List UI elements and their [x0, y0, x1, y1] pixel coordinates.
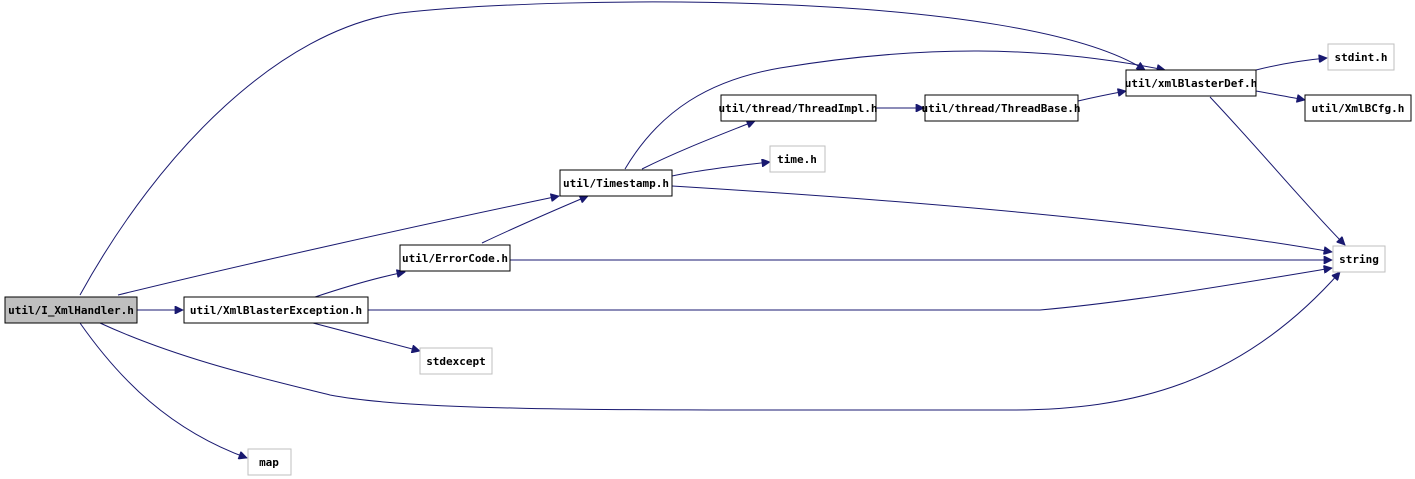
node-label: stdexcept	[426, 355, 486, 368]
node-map[interactable]: map	[247, 448, 292, 476]
edge-blaster-def-to-xmlbcfg	[1255, 90, 1305, 100]
edge-handler-to-map	[79, 322, 247, 458]
edge-blaster-def-to-stdint	[1255, 58, 1327, 71]
edge-timestamp-to-thread-impl	[641, 121, 755, 170]
node-label: util/xmlBlasterDef.h	[1125, 77, 1257, 90]
node-timestamp[interactable]: util/Timestamp.h	[559, 169, 673, 197]
node-label: util/XmlBCfg.h	[1312, 102, 1405, 115]
node-label: util/XmlBlasterException.h	[190, 304, 362, 317]
edge-timestamp-to-time	[671, 162, 770, 177]
node-blaster-def[interactable]: util/xmlBlasterDef.h	[1125, 69, 1257, 97]
node-blaster-exception[interactable]: util/XmlBlasterException.h	[183, 296, 369, 324]
edge-timestamp-to-blaster-def	[624, 50, 1165, 170]
edge-blaster-def-to-string	[1209, 96, 1345, 245]
edge-handler-to-string	[99, 272, 1340, 411]
edge-timestamp-to-string	[671, 185, 1332, 252]
node-label: util/ErrorCode.h	[402, 252, 508, 265]
node-string[interactable]: string	[1332, 245, 1386, 273]
edges	[79, 1, 1345, 458]
node-time[interactable]: time.h	[769, 145, 826, 173]
node-label: time.h	[777, 153, 817, 166]
edge-error-code-to-timestamp	[481, 196, 588, 244]
edge-handler-to-blaster-def	[79, 1, 1145, 296]
node-label: util/thread/ThreadImpl.h	[719, 102, 878, 115]
node-label: util/I_XmlHandler.h	[8, 304, 134, 317]
node-stdint[interactable]: stdint.h	[1327, 43, 1395, 71]
edge-blaster-exception-to-error-code	[314, 272, 405, 298]
node-label: util/thread/ThreadBase.h	[922, 102, 1081, 115]
node-handler[interactable]: util/I_XmlHandler.h	[4, 296, 138, 324]
node-label: stdint.h	[1335, 51, 1388, 64]
node-error-code[interactable]: util/ErrorCode.h	[399, 244, 511, 272]
node-thread-base[interactable]: util/thread/ThreadBase.h	[922, 94, 1081, 122]
node-xmlbcfg[interactable]: util/XmlBCfg.h	[1304, 94, 1412, 122]
node-stdexcept[interactable]: stdexcept	[419, 347, 493, 375]
node-label: string	[1339, 253, 1379, 266]
edge-blaster-exception-to-stdexcept	[312, 322, 420, 351]
edge-handler-to-timestamp	[117, 196, 559, 296]
edge-thread-base-to-blaster-def	[1077, 91, 1126, 102]
node-label: map	[259, 456, 279, 469]
node-label: util/Timestamp.h	[563, 177, 669, 190]
node-thread-impl[interactable]: util/thread/ThreadImpl.h	[719, 94, 878, 122]
edge-blaster-exception-to-string	[368, 268, 1332, 311]
